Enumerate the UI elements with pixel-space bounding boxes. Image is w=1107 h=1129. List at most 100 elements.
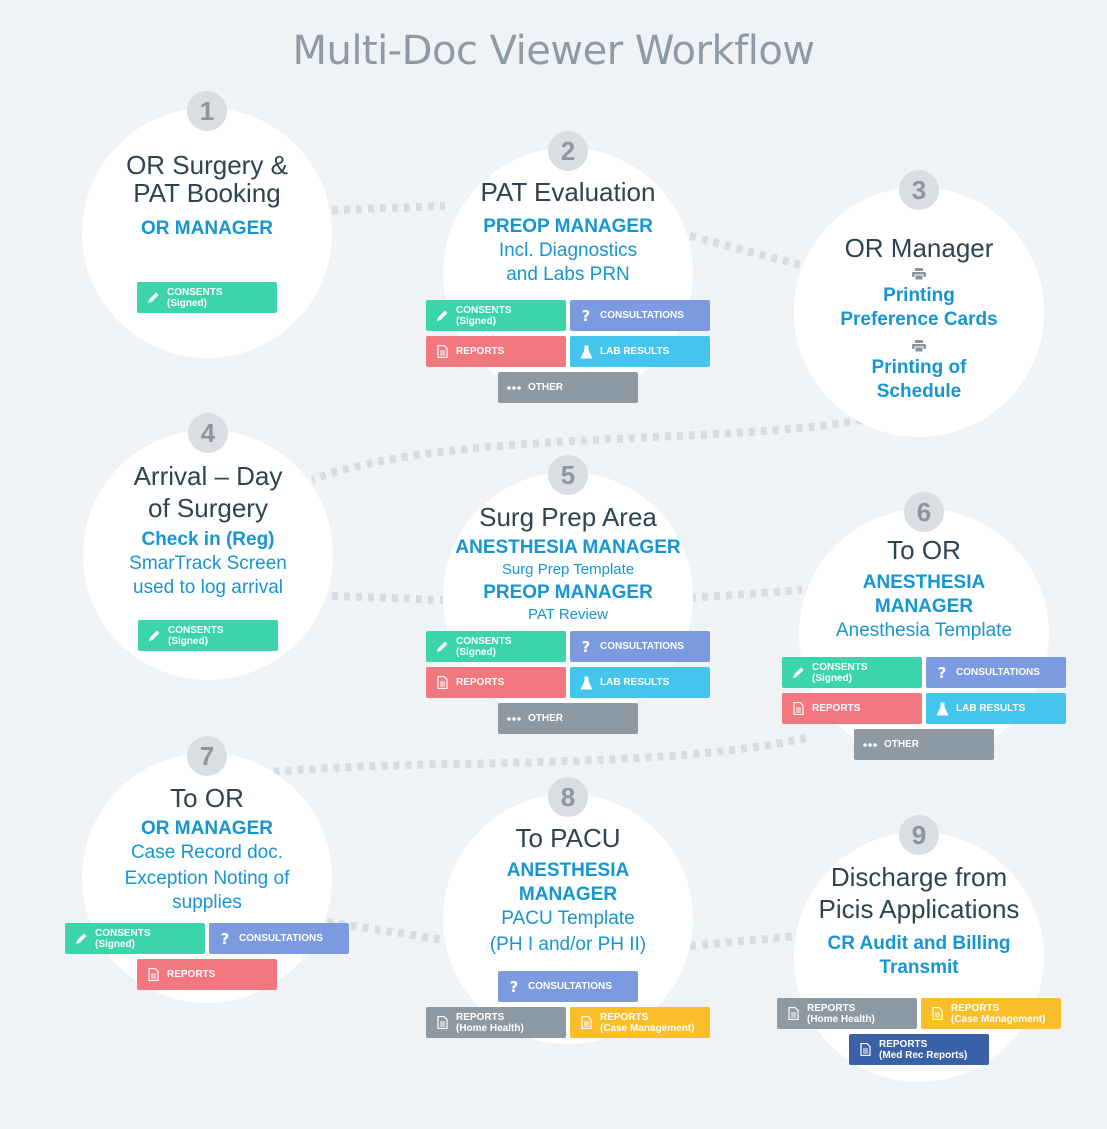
tag-sublabel: (Signed): [167, 297, 207, 309]
pencil-icon: [73, 931, 89, 947]
tag-label: REPORTS: [879, 1038, 928, 1050]
step-note: Exception Noting of: [124, 868, 290, 890]
step-1-circle: [82, 108, 332, 358]
question-icon: ?: [506, 979, 522, 995]
ellipsis-icon: [506, 380, 522, 396]
step-number-badge: 9: [899, 815, 939, 855]
consultations-tag[interactable]: ? CONSULTATIONS: [570, 631, 710, 662]
connector-3-4: [310, 416, 863, 484]
reports-tag[interactable]: REPORTS: [137, 959, 277, 990]
reports-med-rec-tag[interactable]: REPORTS(Med Rec Reports): [849, 1034, 989, 1065]
step-title: PAT Evaluation: [480, 177, 656, 207]
lab-results-tag[interactable]: LAB RESULTS: [926, 693, 1066, 724]
step-title: OR Surgery &: [126, 150, 288, 180]
tag-label: LAB RESULTS: [600, 346, 670, 357]
consultations-tag[interactable]: ? CONSULTATIONS: [498, 971, 638, 1002]
tag-label: REPORTS: [951, 1002, 1000, 1014]
document-icon: [785, 1006, 801, 1022]
consents-tag[interactable]: CONSENTS(Signed): [426, 631, 566, 662]
step-number-badge: 1: [187, 91, 227, 131]
tag-label: CONSENTS: [456, 635, 512, 647]
tag-label: CONSENTS: [167, 286, 223, 298]
step-5-content: Surg Prep Area ANESTHESIA MANAGER Surg P…: [443, 503, 693, 624]
document-icon: [434, 344, 450, 360]
ellipsis-icon: [862, 737, 878, 753]
tag-label: OTHER: [884, 739, 919, 750]
lab-results-tag[interactable]: LAB RESULTS: [570, 667, 710, 698]
reports-tag[interactable]: REPORTS: [426, 667, 566, 698]
connector-2-3: [688, 232, 802, 269]
step-note: supplies: [172, 892, 242, 914]
svg-text:?: ?: [938, 665, 947, 680]
step-item: Schedule: [876, 381, 962, 403]
consents-tag[interactable]: CONSENTS(Signed): [65, 923, 205, 954]
tag-label: REPORTS: [807, 1002, 856, 1014]
reports-case-management-tag[interactable]: REPORTS(Case Management): [921, 998, 1061, 1029]
consultations-tag[interactable]: ? CONSULTATIONS: [926, 657, 1066, 688]
tag-label: REPORTS: [456, 1011, 505, 1023]
document-icon: [434, 1015, 450, 1031]
consents-tag[interactable]: CONSENTS(Signed): [138, 620, 278, 651]
step-note: PACU Template: [501, 908, 635, 930]
step-9-content: Discharge from Picis Applications CR Aud…: [794, 863, 1044, 980]
question-icon: ?: [578, 639, 594, 655]
tag-sublabel: (Med Rec Reports): [879, 1049, 968, 1061]
step-item: Preference Cards: [840, 309, 998, 331]
tag-label: CONSULTATIONS: [600, 310, 684, 321]
step-title: PAT Booking: [133, 178, 281, 209]
tag-label: CONSENTS: [812, 661, 868, 673]
step-title: of Surgery: [148, 493, 268, 524]
connector-5-6: [689, 586, 803, 602]
step-8-content: To PACU ANESTHESIA MANAGER PACU Template…: [443, 824, 693, 958]
other-tag[interactable]: OTHER: [498, 703, 638, 734]
document-icon: [145, 967, 161, 983]
connector-4-5: [331, 592, 446, 604]
question-icon: ?: [578, 308, 594, 324]
other-tag[interactable]: OTHER: [498, 372, 638, 403]
step-manager: MANAGER: [518, 884, 618, 906]
tag-sublabel: (Home Health): [456, 1022, 524, 1034]
tag-label: OTHER: [528, 382, 563, 393]
consents-tag[interactable]: CONSENTS(Signed): [426, 300, 566, 331]
step-title: Arrival – Day: [133, 461, 283, 491]
document-icon: [578, 1015, 594, 1031]
consents-tag[interactable]: CONSENTS(Signed): [782, 657, 922, 688]
connector-1-2: [331, 202, 446, 214]
step-7-content: To OR OR MANAGER Case Record doc. Except…: [82, 784, 332, 916]
flask-icon: [578, 344, 594, 360]
reports-home-health-tag[interactable]: REPORTS(Home Health): [426, 1007, 566, 1038]
step-8-circle: [443, 794, 693, 1044]
step-title: OR Manager: [844, 233, 994, 263]
document-icon: [790, 701, 806, 717]
step-number-badge: 3: [899, 170, 939, 210]
tag-label: REPORTS: [167, 969, 216, 980]
reports-case-management-tag[interactable]: REPORTS(Case Management): [570, 1007, 710, 1038]
flask-icon: [934, 701, 950, 717]
lab-results-tag[interactable]: LAB RESULTS: [570, 336, 710, 367]
connector-7-8: [326, 918, 446, 944]
consents-tag[interactable]: CONSENTS(Signed): [137, 282, 277, 313]
consultations-tag[interactable]: ? CONSULTATIONS: [209, 923, 349, 954]
step-template: Surg Prep Template: [501, 561, 635, 579]
step-number-badge: 4: [188, 413, 228, 453]
reports-tag[interactable]: REPORTS: [426, 336, 566, 367]
reports-home-health-tag[interactable]: REPORTS(Home Health): [777, 998, 917, 1029]
other-tag[interactable]: OTHER: [854, 729, 994, 760]
step-item: Printing of: [871, 357, 967, 379]
flask-icon: [578, 675, 594, 691]
step-3-content: OR Manager Printing Preference Cards Pri…: [794, 234, 1044, 405]
step-title: To OR: [170, 783, 244, 813]
reports-tag[interactable]: REPORTS: [782, 693, 922, 724]
consultations-tag[interactable]: ? CONSULTATIONS: [570, 300, 710, 331]
tag-sublabel: (Signed): [456, 315, 496, 327]
question-icon: ?: [934, 665, 950, 681]
tag-label: LAB RESULTS: [956, 703, 1026, 714]
step-title: Discharge from: [830, 862, 1008, 892]
printer-icon: [794, 340, 1044, 356]
tag-label: CONSULTATIONS: [956, 667, 1040, 678]
tag-label: CONSENTS: [456, 304, 512, 316]
step-manager: OR MANAGER: [141, 818, 273, 840]
svg-text:?: ?: [510, 979, 519, 994]
step-title: To OR: [887, 535, 961, 565]
step-1-content: OR Surgery & PAT Booking OR MANAGER: [82, 151, 332, 241]
